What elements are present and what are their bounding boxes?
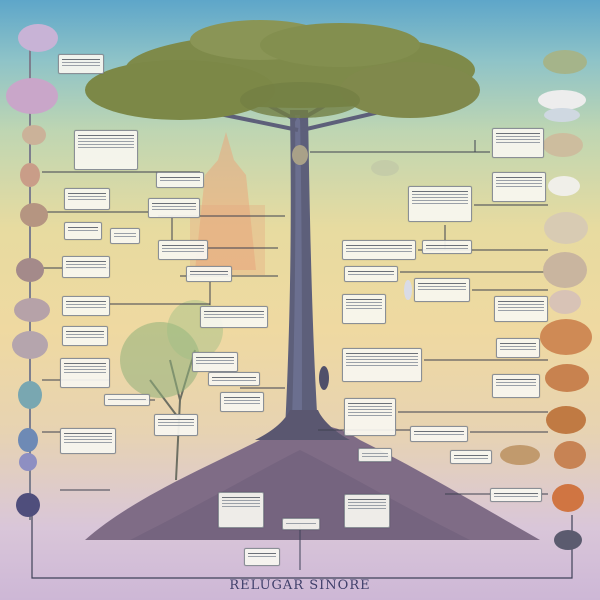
info-card (60, 358, 110, 388)
info-card (344, 398, 396, 436)
right-icon-column (538, 50, 592, 550)
info-card (492, 172, 546, 202)
footer-caption: RELUGAR SINORE (229, 578, 371, 593)
temple-silhouette (195, 132, 256, 270)
info-card (158, 240, 208, 260)
cat-icon (500, 445, 540, 465)
info-card (220, 392, 264, 412)
info-card (492, 128, 544, 158)
cat-icon (404, 280, 412, 300)
info-card (64, 188, 110, 210)
info-card (64, 222, 102, 240)
info-card (200, 306, 268, 328)
info-card (244, 548, 280, 566)
flower-blossom-icon (6, 78, 58, 114)
bird-icon (292, 145, 308, 165)
tree-icon (16, 493, 40, 517)
info-card (208, 372, 260, 386)
mushroom-icon (538, 90, 586, 110)
info-card (74, 130, 138, 170)
info-card (344, 266, 398, 282)
info-card (58, 54, 104, 74)
info-card (450, 450, 492, 464)
info-card (494, 296, 548, 322)
left-flower-column (6, 24, 58, 520)
info-card (414, 278, 470, 302)
mushroom-icon (548, 176, 580, 196)
info-card (342, 348, 422, 382)
info-card (496, 338, 540, 358)
info-card (282, 518, 320, 530)
info-card (192, 352, 238, 372)
tree-icon (543, 50, 587, 74)
figure-icon (319, 366, 329, 390)
info-card (186, 266, 232, 282)
info-card (62, 256, 110, 278)
info-card (62, 326, 108, 346)
info-card (60, 428, 116, 454)
tree-roots (255, 410, 350, 440)
info-card (110, 228, 140, 244)
info-card (154, 414, 198, 436)
tree-canopy (85, 20, 480, 120)
info-card (422, 240, 472, 254)
info-card (62, 296, 110, 316)
bird-icon (371, 160, 399, 176)
info-card (104, 394, 150, 406)
info-card (218, 492, 264, 528)
info-card (342, 240, 416, 260)
info-card (492, 374, 540, 398)
info-card (358, 448, 392, 462)
info-card (148, 198, 200, 218)
info-card (410, 426, 468, 442)
flower-blossom-icon (18, 24, 58, 52)
info-card (408, 186, 472, 222)
info-card (490, 488, 542, 502)
info-card (344, 494, 390, 528)
tree-trunk-highlight (292, 115, 302, 420)
info-card (156, 172, 204, 188)
info-card (342, 294, 386, 324)
